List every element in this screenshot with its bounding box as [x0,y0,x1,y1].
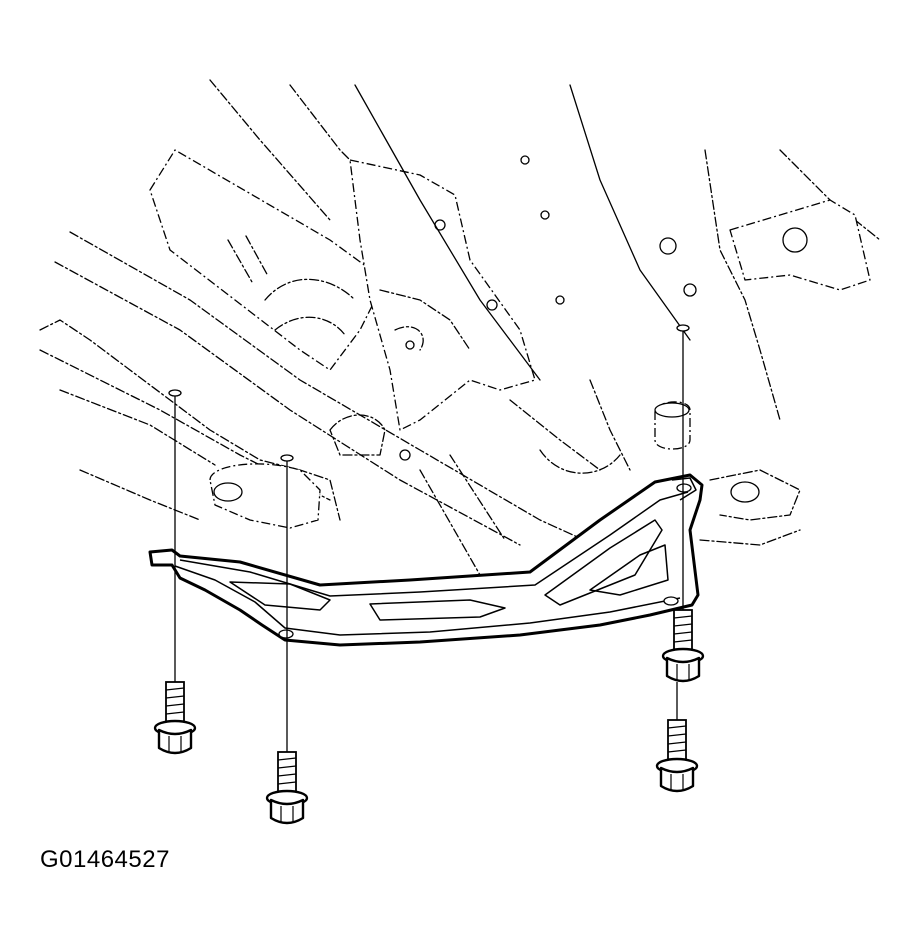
right-mount-hole [782,227,808,253]
brace-hole-top [676,483,692,493]
frame-rail-lower-2 [59,389,216,466]
brace-left-window [229,581,331,611]
frame-rail-upper-2 [54,261,521,546]
left-bushing [209,463,321,529]
right-collar-top [654,402,690,418]
clamp-detail [329,414,386,456]
left-crossmember [39,319,341,521]
right-hole-small-1 [659,237,677,255]
exhaust-tube [149,149,386,371]
small-hole-c [555,295,565,305]
brace-end-tab [671,477,697,501]
hose-line [589,379,631,471]
brace-right-window [544,519,663,606]
center-bracket-detail-2 [394,326,424,351]
guide-top-hole-1 [168,389,182,397]
channel-line-2 [419,469,481,576]
bolt-2-head [269,798,305,825]
brace-center-window [369,599,506,621]
center-bracket-hole-3 [405,340,415,350]
bolt-1 [153,681,197,755]
left-bushing-eye [213,482,243,502]
brace-right-window-2 [589,544,669,596]
small-hole-b [540,210,550,220]
center-bracket-hole-2 [486,299,498,311]
bolt-1-head [157,728,193,755]
center-bracket-detail [379,289,471,351]
underbody-brace [148,473,704,647]
bolt-guide-lines [168,324,690,755]
hose-loop [539,449,621,474]
brace-flange-edge [174,565,681,636]
exhaust-tube-band [264,278,356,301]
bolt-4 [655,719,699,793]
right-frame-edge [569,84,691,341]
right-frame-edge-2 [704,149,781,421]
clamp-hole [399,449,411,461]
right-arm-eye [730,481,760,503]
right-hole-small-2 [683,283,697,297]
brace-rib-upper [179,491,689,597]
bolt-3-head [665,656,701,683]
left-lower-edge [79,469,201,521]
tube-top-edge [209,79,331,221]
bolt-4-head [659,766,695,793]
right-arm [709,469,801,521]
exhaust-tube-band-2 [274,316,346,336]
channel-line-4 [509,399,601,471]
guide-top-hole-2 [280,454,294,462]
bolt-3 [661,609,705,683]
center-bracket [349,159,536,431]
channel-line-1 [354,84,541,381]
brace-hole-left [278,629,294,639]
tube-slot [227,235,269,283]
figure-code-label: G01464527 [40,846,170,873]
channel-line-3 [449,454,506,541]
small-hole-a [520,155,530,165]
underbody-background [39,79,881,576]
right-arm-lower [699,529,801,546]
guide-top-hole-3 [676,324,690,332]
brace-hole-right [663,596,679,606]
bolt-2 [265,751,309,825]
brace-body [148,473,704,647]
